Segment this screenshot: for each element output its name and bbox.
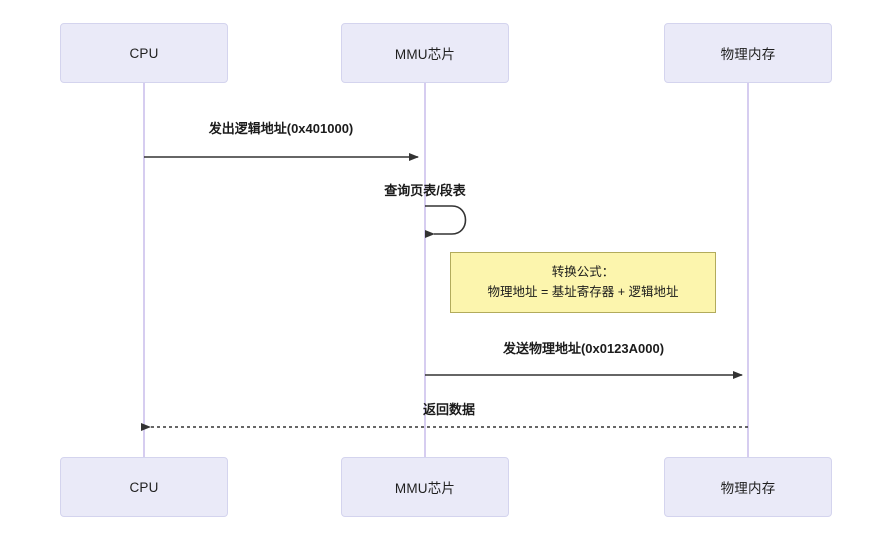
note-line-title: 转换公式： — [551, 265, 615, 280]
arrow-lookup-table — [425, 205, 467, 238]
actor-box-cpu-top[interactable]: CPU — [60, 23, 228, 83]
note-line-formula: 物理地址 = 基址寄存器 + 逻辑地址 — [487, 284, 679, 299]
message-label-return-data: 返回数据 — [422, 402, 475, 417]
message-label-lookup-table: 查询页表/段表 — [384, 183, 466, 198]
note-conversion-formula: 转换公式： 物理地址 = 基址寄存器 + 逻辑地址 — [450, 252, 716, 313]
actor-box-mem-bottom[interactable]: 物理内存 — [664, 457, 832, 517]
actor-label-mmu-top: MMU芯片 — [394, 47, 456, 62]
actor-box-cpu-bottom[interactable]: CPU — [60, 457, 228, 517]
actor-box-mmu-top[interactable]: MMU芯片 — [341, 23, 509, 83]
actor-label-cpu-bottom: CPU — [129, 479, 159, 495]
actor-label-cpu-top: CPU — [129, 45, 159, 61]
actor-box-mmu-bottom[interactable]: MMU芯片 — [341, 457, 509, 517]
actor-label-mmu-bottom: MMU芯片 — [394, 481, 456, 496]
actor-label-mem-top: 物理内存 — [720, 47, 776, 62]
lifelines — [143, 83, 749, 457]
actor-label-mem-bottom: 物理内存 — [720, 481, 776, 496]
message-label-physical-address: 发送物理地址(0x0123A000) — [502, 341, 665, 356]
message-label-logical-address: 发出逻辑地址(0x401000) — [208, 121, 354, 136]
actor-box-mem-top[interactable]: 物理内存 — [664, 23, 832, 83]
